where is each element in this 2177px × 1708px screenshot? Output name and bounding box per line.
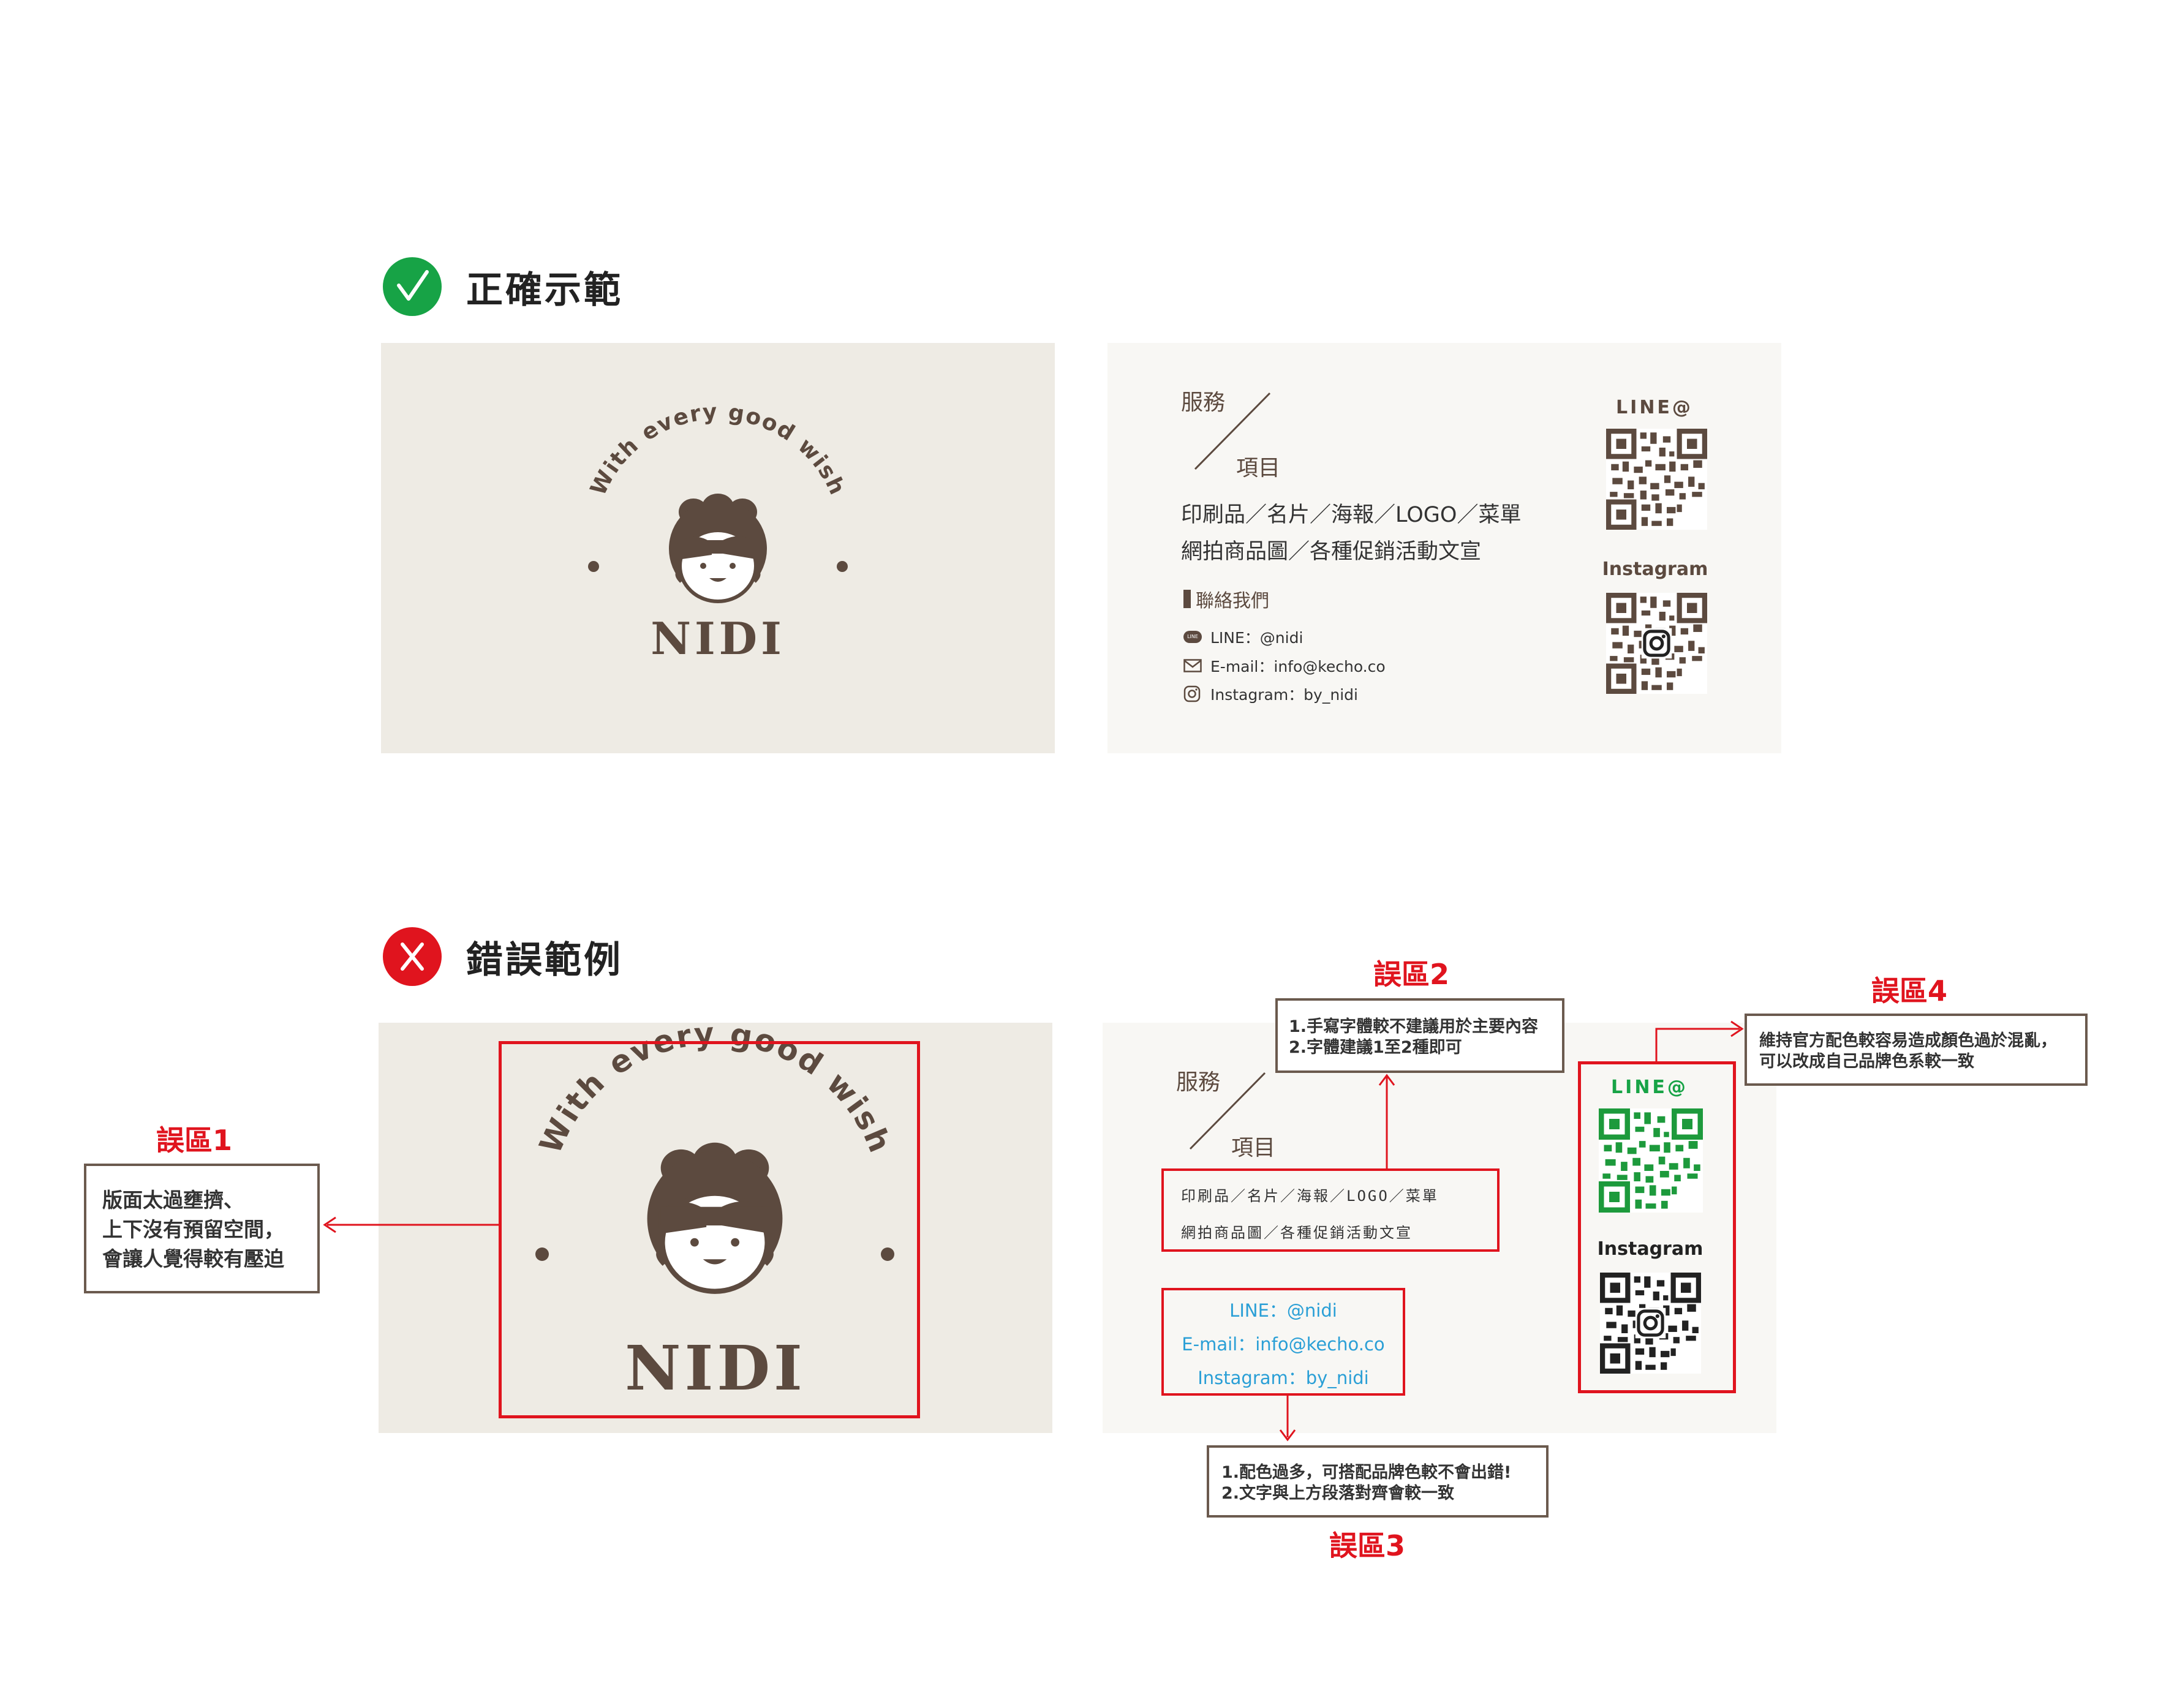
bad-line-qr-label: LINE@ bbox=[1611, 1077, 1688, 1098]
error-3-arrow bbox=[1279, 1396, 1296, 1442]
contact-line-row: LINE LINE：@nidi bbox=[1183, 626, 1303, 648]
bad-contact-line: LINE：@nidi bbox=[1229, 1300, 1337, 1321]
error-3-highlight bbox=[1161, 1288, 1405, 1396]
error-4-label: 誤區4 bbox=[1871, 974, 1948, 1007]
error-2-arrow bbox=[1378, 1074, 1395, 1168]
line-chat-icon: LINE bbox=[1183, 631, 1202, 643]
bad-card-front: With every good wish NIDI bbox=[379, 1023, 1052, 1433]
error-1-highlight bbox=[499, 1041, 920, 1418]
left-dot bbox=[535, 1247, 549, 1261]
good-line-qr-code[interactable] bbox=[1606, 429, 1707, 530]
error-4-note: 維持官方配色較容易造成顏色過於混亂， 可以改成自己品牌色系較一致 bbox=[1745, 1014, 2088, 1086]
error-2-highlight bbox=[1161, 1168, 1500, 1252]
contact-email-row: E-mail：info@kecho.co bbox=[1183, 655, 1386, 677]
kid-face-icon bbox=[669, 494, 767, 601]
bad-service-line-1: 印刷品／名片／海報／LOGO／菜單 bbox=[1181, 1187, 1439, 1205]
services-top: 服務 bbox=[1181, 390, 1226, 415]
cross-circle-icon bbox=[383, 927, 442, 986]
right-dot bbox=[881, 1247, 894, 1261]
error-2-label: 誤區2 bbox=[1373, 958, 1450, 991]
service-line-1: 印刷品／名片／海報／LOGO／菜單 bbox=[1181, 503, 1522, 527]
good-card-front: With every good wish NIDI bbox=[381, 343, 1055, 753]
bad-ig-qr-label: Instagram bbox=[1597, 1238, 1703, 1260]
instagram-icon bbox=[1183, 685, 1201, 702]
error-4-highlight bbox=[1578, 1061, 1736, 1393]
correct-heading: 正確示範 bbox=[383, 256, 623, 317]
bad-services-bottom: 項目 bbox=[1231, 1135, 1276, 1161]
error-3-note: 1.配色過多，可搭配品牌色較不會出錯! 2.文字與上方段落對齊會較一致 bbox=[1207, 1445, 1549, 1518]
good-front-art: With every good wish bbox=[586, 399, 850, 753]
contact-instagram-row: Instagram：by_nidi bbox=[1183, 683, 1358, 705]
bad-front-art: With every good wish bbox=[532, 1023, 897, 1433]
right-dot bbox=[837, 561, 848, 572]
good-line-qr-label: LINE@ bbox=[1616, 397, 1693, 418]
contact-bar bbox=[1183, 590, 1191, 608]
bad-brand-name: NIDI bbox=[625, 1332, 806, 1404]
bad-diagonal-slash bbox=[1189, 1072, 1266, 1150]
error-1-note: 版面太過壅擠、 上下沒有預留空間， 會讓人覺得較有壓迫 bbox=[84, 1164, 320, 1293]
services-bottom: 項目 bbox=[1236, 456, 1281, 481]
mail-icon bbox=[1183, 659, 1202, 672]
bad-contact-instagram: Instagram：by_nidi bbox=[1198, 1368, 1369, 1388]
good-card-back: 服務 項目 印刷品／名片／海報／LOGO／菜單 網拍商品圖／各種促銷活動文宣 聯… bbox=[1107, 343, 1781, 753]
service-line-2: 網拍商品圖／各種促銷活動文宣 bbox=[1181, 540, 1482, 564]
bad-service-line-2: 網拍商品圖／各種促銷活動文宣 bbox=[1181, 1224, 1413, 1241]
diagonal-slash bbox=[1194, 392, 1271, 470]
good-brand-name: NIDI bbox=[651, 612, 785, 664]
good-arc-text: With every good wish bbox=[586, 399, 850, 500]
wrong-heading: 錯誤範例 bbox=[383, 926, 623, 987]
wrong-title: 錯誤範例 bbox=[466, 938, 623, 982]
error-3-label: 誤區3 bbox=[1329, 1529, 1406, 1562]
contact-heading: 聯絡我們 bbox=[1183, 585, 1269, 612]
error-1-arrow bbox=[323, 1216, 499, 1233]
check-circle-icon bbox=[383, 257, 442, 316]
correct-title: 正確示範 bbox=[466, 268, 623, 312]
error-4-arrow bbox=[1655, 1020, 1744, 1063]
error-1-label: 誤區1 bbox=[156, 1124, 233, 1157]
bad-services-top: 服務 bbox=[1176, 1070, 1221, 1095]
bad-contact-email: E-mail：info@kecho.co bbox=[1182, 1334, 1385, 1355]
left-dot bbox=[588, 561, 599, 572]
bad-card-back: 服務 項目 印刷品／名片／海報／LOGO／菜單 網拍商品圖／各種促銷活動文宣 L… bbox=[1103, 1023, 1776, 1433]
error-2-note: 1.手寫字體較不建議用於主要內容 2.字體建議1至2種即可 bbox=[1275, 998, 1564, 1073]
good-ig-qr-label: Instagram bbox=[1602, 559, 1708, 580]
good-ig-qr-code[interactable] bbox=[1606, 593, 1707, 694]
